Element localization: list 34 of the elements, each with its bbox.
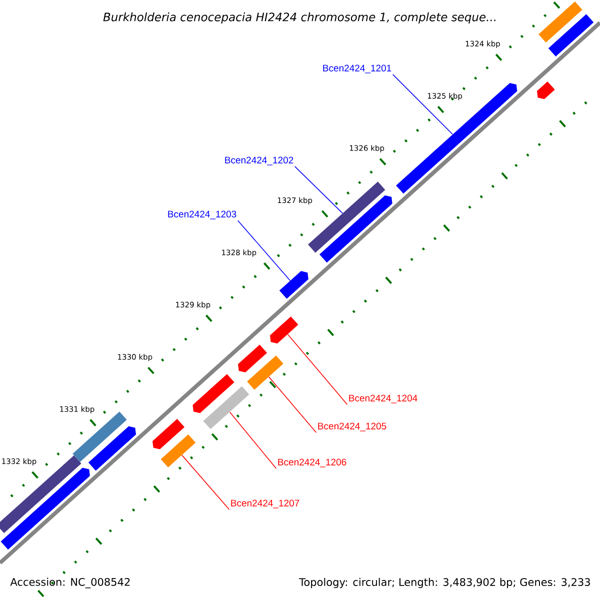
gene-bar: [548, 14, 594, 56]
leader-line: [268, 376, 317, 433]
gene-block: [152, 418, 184, 450]
gene-block: [279, 271, 308, 299]
gene-block: [0, 468, 90, 550]
leader-line: [392, 74, 453, 135]
gene-label: Bcen2424_1203: [168, 210, 236, 220]
title: Burkholderia cenocepacia HI2424 chromosome 1, complete seque...: [103, 12, 496, 24]
gene-label: Bcen2424_1201: [323, 64, 392, 74]
gene-block: [238, 344, 267, 372]
gene-block: [192, 374, 234, 414]
gene-bar: [160, 434, 196, 468]
gene-block: [396, 82, 518, 194]
leader-line: [182, 454, 230, 510]
leader-line: [237, 220, 291, 281]
gene-block: [536, 81, 555, 100]
gene-block: [270, 316, 298, 344]
leader-line: [294, 166, 343, 214]
gene-block: [88, 426, 136, 471]
gene-label: Bcen2424_1202: [225, 156, 294, 166]
gene-label: Bcen2424_1204: [349, 394, 418, 404]
leader-line: [287, 334, 348, 405]
genome-info-text: Topology: circular; Length: 3,483,902 bp; Genes: 3,233: [299, 578, 590, 588]
gene-bar: [72, 412, 127, 462]
gene-bar: [203, 386, 250, 430]
gene-label: Bcen2424_1205: [318, 422, 386, 432]
gene-block: [319, 195, 392, 263]
accession-text: Accession: NC_008542: [10, 578, 130, 588]
gene-bar: [247, 355, 284, 390]
leader-line: [229, 412, 277, 469]
gene-bar: [538, 2, 582, 42]
gene-label: Bcen2424_1206: [278, 458, 346, 468]
gene-label: Bcen2424_1207: [231, 500, 300, 508]
gene-bar: [0, 455, 82, 534]
